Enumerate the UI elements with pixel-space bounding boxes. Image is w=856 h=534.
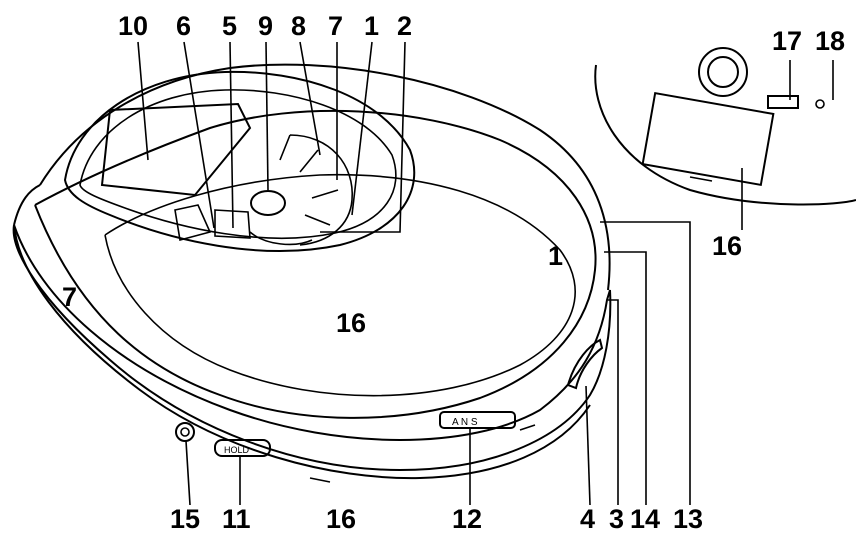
dc-in-jack <box>767 95 799 109</box>
display-window <box>100 102 252 197</box>
mode-switch-label: A N S <box>452 417 478 428</box>
callout-6: 6 <box>176 11 191 41</box>
callout-16-inset: 16 <box>712 231 742 261</box>
battery-cover <box>641 91 775 187</box>
callout-4: 4 <box>580 504 595 534</box>
callout-labels: 10 6 5 9 8 7 1 2 17 18 16 1 7 16 15 11 1… <box>62 11 845 534</box>
leader-lines <box>137 41 691 506</box>
callout-11: 11 <box>222 504 251 534</box>
callout-15: 15 <box>170 504 200 534</box>
callout-16-bottom: 16 <box>326 504 356 534</box>
control-panel <box>63 70 416 252</box>
callout-10: 10 <box>118 11 148 41</box>
callout-5: 5 <box>222 11 237 41</box>
volume-wheel <box>566 338 604 390</box>
headphone-jack <box>175 422 195 442</box>
callout-1: 1 <box>364 11 379 41</box>
mode-switch <box>439 411 516 429</box>
inset-jack-ring <box>698 47 748 97</box>
callout-3: 3 <box>609 504 624 534</box>
callout-8: 8 <box>291 11 306 41</box>
callout-14: 14 <box>630 504 660 534</box>
callout-17: 17 <box>772 26 802 56</box>
callout-18: 18 <box>815 26 845 56</box>
front-controls: HOLD A N S <box>175 338 604 483</box>
callout-9: 9 <box>258 11 273 41</box>
hold-switch <box>214 439 271 457</box>
skip-buttons <box>279 134 353 246</box>
callout-7: 7 <box>328 11 343 41</box>
callout-16-body: 16 <box>336 308 366 338</box>
callout-2: 2 <box>397 11 412 41</box>
hold-switch-label: HOLD <box>224 445 250 455</box>
callout-1-body: 1 <box>548 241 563 271</box>
player-body <box>12 63 612 480</box>
callout-12: 12 <box>452 504 482 534</box>
bottom-view-inset <box>594 47 856 230</box>
callout-7-left: 7 <box>62 282 77 312</box>
play-pause-button <box>250 190 286 216</box>
callout-13: 13 <box>673 504 703 534</box>
